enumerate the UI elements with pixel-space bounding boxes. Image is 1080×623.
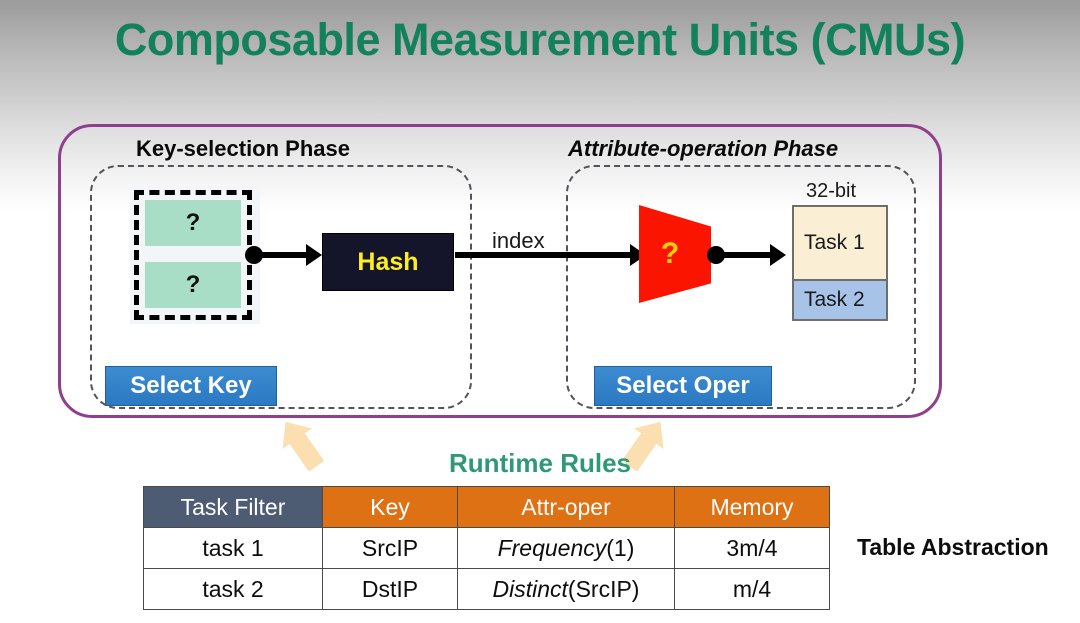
cell-attr-oper: Distinct(SrcIP) (457, 568, 675, 610)
memory-block: Task 1 Task 2 (792, 205, 888, 321)
runtime-rules-heading: Runtime Rules (448, 448, 632, 478)
arrowhead-to-memory-icon (770, 244, 786, 266)
memory-cell-task-2[interactable]: Task 2 (794, 281, 886, 319)
key-selection-phase-label: Key-selection Phase (136, 136, 350, 161)
attr-oper-argument: (1) (606, 534, 635, 561)
memory-cell-task-1[interactable]: Task 1 (794, 207, 886, 281)
cell-memory: 3m/4 (674, 527, 830, 569)
column-header-attr-oper: Attr-oper (457, 486, 675, 528)
cell-memory: m/4 (674, 568, 830, 610)
attr-oper-function: Frequency (497, 534, 607, 561)
cell-key: DstIP (322, 568, 458, 610)
table-header-row: Task Filter Key Attr-oper Memory (143, 486, 830, 528)
column-header-key: Key (322, 486, 458, 528)
table-abstraction-label: Table Abstraction (857, 534, 1049, 560)
arrowhead-to-hash-icon (306, 244, 322, 266)
attribute-operation-phase-label: Attribute-operation Phase (568, 136, 839, 161)
attr-oper-argument: (SrcIP) (567, 575, 640, 602)
attribute-operation-phase-region (566, 165, 916, 409)
table-row: task 2 DstIP Distinct(SrcIP) m/4 (143, 568, 830, 610)
page-title: Composable Measurement Units (CMUs) (114, 14, 966, 65)
edge-mux-to-memory (714, 252, 772, 258)
cell-task-filter: task 1 (143, 527, 323, 569)
memory-width-label: 32-bit (806, 180, 857, 202)
edge-hash-to-mux (455, 252, 633, 258)
cell-task-filter: task 2 (143, 568, 323, 610)
cmu-outer-container (58, 124, 942, 418)
column-header-memory: Memory (674, 486, 830, 528)
key-cell-2[interactable]: ? (145, 262, 241, 308)
cell-key: SrcIP (322, 527, 458, 569)
select-key-button[interactable]: Select Key (105, 366, 277, 406)
table-row: task 1 SrcIP Frequency(1) 3m/4 (143, 527, 830, 569)
key-selection-phase-region (90, 165, 472, 409)
runtime-rules-table: Task Filter Key Attr-oper Memory task 1 … (143, 486, 830, 610)
hash-block[interactable]: Hash (322, 233, 454, 291)
edge-key-to-hash (252, 252, 308, 258)
select-oper-button[interactable]: Select Oper (594, 366, 772, 406)
attr-oper-function: Distinct (492, 575, 568, 602)
mux-question-label: ? (660, 237, 680, 270)
edge-label-index: index (492, 228, 545, 253)
column-header-task-filter: Task Filter (143, 486, 323, 528)
cell-attr-oper: Frequency(1) (457, 527, 675, 569)
key-cell-1[interactable]: ? (145, 200, 241, 246)
